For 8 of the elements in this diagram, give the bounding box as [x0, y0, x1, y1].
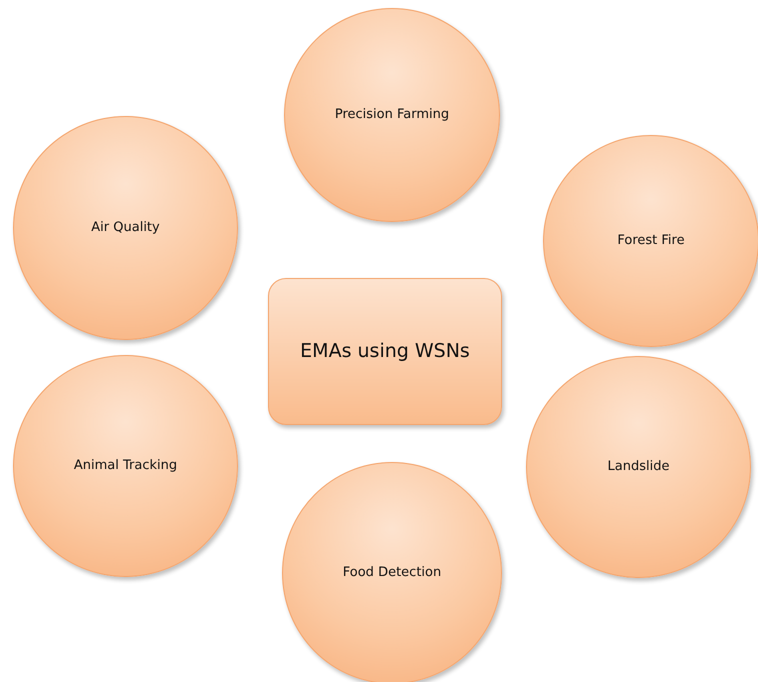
node-label: Air Quality — [90, 218, 161, 237]
node-label: Animal Tracking — [72, 456, 178, 475]
node-label: Food Detection — [342, 564, 442, 582]
node-label: Forest Fire — [616, 232, 686, 250]
central-box — [268, 278, 502, 425]
node-label: Precision Farming — [334, 106, 450, 124]
node-label: Landslide — [606, 458, 670, 476]
node-label: EMAs using WSNs — [299, 339, 471, 364]
